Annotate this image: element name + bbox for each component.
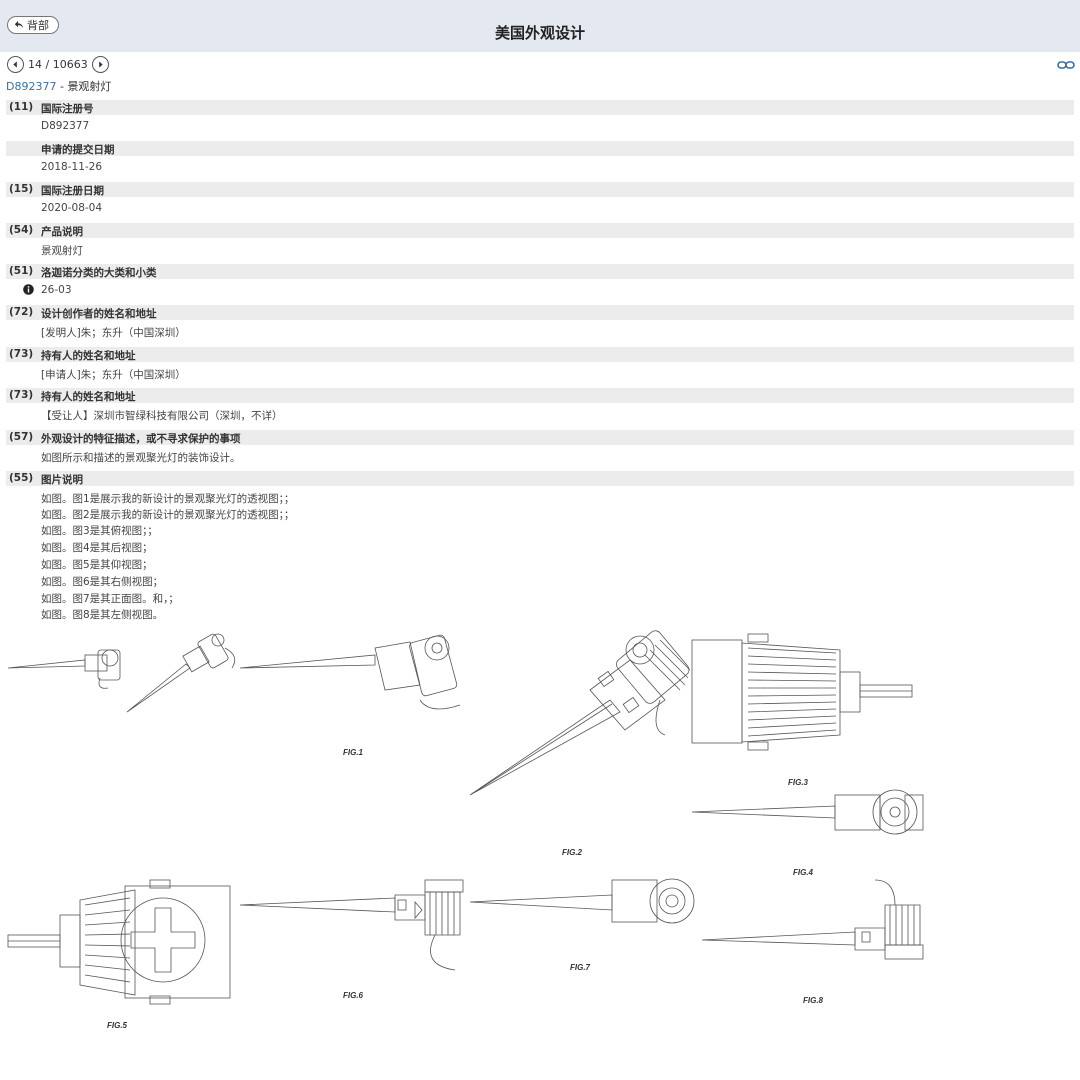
field-value-assignee: 【受让人】深圳市智绿科技有限公司（深圳，不详） — [41, 410, 283, 422]
fig6-drawing — [239, 879, 464, 971]
link-icon[interactable] — [1057, 60, 1075, 70]
prev-button[interactable] — [7, 56, 24, 73]
field-header-51: (51)洛迦诺分类的大类和小类 — [6, 264, 1074, 279]
field-header-54: (54)产品说明 — [6, 223, 1074, 238]
figure-description-line: 如图。图7是其正面图。和，； — [41, 593, 179, 605]
field-header-73-a: (73)持有人的姓名和地址 — [6, 347, 1074, 362]
fig3-drawing — [691, 633, 913, 751]
field-header-72: (72)设计创作者的姓名和地址 — [6, 305, 1074, 320]
fig1-label: FIG.1 — [343, 748, 364, 757]
design-drawings-image: FIG.1 FIG.2 FIG.3 FIG.4 FIG.5 FIG.6 FIG.… — [7, 630, 924, 1030]
figure-description-line: 如图。图5是其仰视图； — [41, 559, 153, 571]
field-value-filing-date: 2018-11-26 — [41, 161, 103, 173]
field-value-product-description: 景观射灯 — [41, 245, 83, 257]
back-button[interactable]: 背部 — [7, 16, 59, 34]
field-value-applicant: [申请人]朱；东升（中国深圳） — [41, 369, 186, 381]
chevron-left-icon — [13, 61, 17, 68]
record-name: 景观射灯 — [67, 80, 112, 93]
field-header-filing-date: 申请的提交日期 — [6, 141, 1074, 156]
fig5-label: FIG.5 — [107, 1021, 128, 1030]
field-header-57: (57)外观设计的特征描述，或不寻求保护的事项 — [6, 430, 1074, 445]
figure-description-line: 如图。图6是其右侧视图； — [41, 576, 164, 588]
field-header-55: (55)图片说明 — [6, 471, 1074, 486]
pager-count: 14 / 10663 — [28, 58, 88, 71]
figure-description-line: 如图。图3是其俯视图；； — [41, 525, 158, 537]
pager: 14 / 10663 — [7, 56, 109, 73]
fig3-label: FIG.3 — [788, 778, 809, 787]
reply-arrow-icon — [14, 21, 24, 29]
field-header-15: (15)国际注册日期 — [6, 182, 1074, 197]
field-value-design-claim: 如图所示和描述的景观聚光灯的装饰设计。 — [41, 452, 241, 464]
field-value-registration-number: D892377 — [41, 120, 90, 132]
fig7-label: FIG.7 — [570, 963, 591, 972]
figure-description-line: 如图。图2是展示我的新设计的景观聚光灯的透视图；； — [41, 509, 295, 521]
back-button-label: 背部 — [27, 19, 49, 32]
info-circle-icon[interactable] — [23, 284, 34, 295]
fig8-drawing — [701, 879, 924, 960]
fig2-drawing — [469, 630, 691, 796]
next-button[interactable] — [91, 56, 109, 73]
fig5-drawing — [7, 879, 231, 1005]
figure-description-line: 如图。图4是其后视图； — [41, 542, 153, 554]
fig4-drawing — [691, 789, 924, 835]
record-title: D892377 - 景观射灯 — [6, 80, 112, 93]
field-header-73-b: (73)持有人的姓名和地址 — [6, 388, 1074, 403]
field-value-designer: [发明人]朱；东升（中国深圳） — [41, 327, 186, 339]
fig1-drawing — [7, 633, 461, 713]
figure-description-line: 如图。图8是其左侧视图。 — [41, 609, 164, 621]
fig8-label: FIG.8 — [803, 996, 824, 1005]
field-value-locarno-class: 26-03 — [41, 284, 72, 296]
fig7-drawing — [469, 878, 695, 924]
chevron-right-icon — [98, 61, 103, 68]
fig2-label: FIG.2 — [562, 848, 583, 857]
record-id-link[interactable]: D892377 — [6, 80, 57, 93]
page-title: 美国外观设计 — [494, 24, 585, 42]
fig6-label: FIG.6 — [343, 991, 364, 1000]
figure-description-line: 如图。图1是展示我的新设计的景观聚光灯的透视图；； — [41, 493, 295, 505]
top-bar: 背部 美国外观设计 — [0, 0, 1080, 52]
field-header-11: (11)国际注册号 — [6, 100, 1074, 115]
field-value-registration-date: 2020-08-04 — [41, 202, 103, 214]
fig4-label: FIG.4 — [793, 868, 814, 877]
